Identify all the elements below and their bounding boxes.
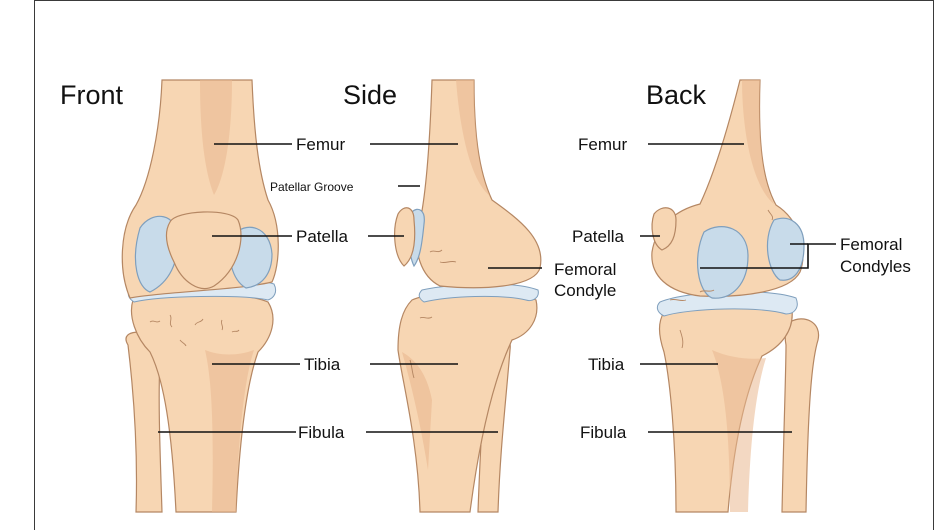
label-femoral-condyle-line2: Condyle (554, 281, 616, 300)
label-patella: Patella (296, 227, 349, 246)
label-back-tibia: Tibia (588, 355, 625, 374)
back-fibula (782, 319, 819, 512)
back-title: Back (646, 80, 707, 110)
label-back-femur: Femur (578, 135, 627, 154)
side-femur (417, 80, 541, 288)
label-femoral-condyles-line1: Femoral (840, 235, 902, 254)
label-fibula: Fibula (298, 423, 345, 442)
label-patellar-groove: Patellar Groove (270, 180, 354, 194)
label-back-patella: Patella (572, 227, 625, 246)
label-femur: Femur (296, 135, 345, 154)
side-title: Side (343, 80, 397, 110)
label-tibia: Tibia (304, 355, 341, 374)
front-title: Front (60, 80, 124, 110)
label-femoral-condyles-line2: Condyles (840, 257, 911, 276)
label-femoral-condyle-line1: Femoral (554, 260, 616, 279)
label-back-fibula: Fibula (580, 423, 627, 442)
